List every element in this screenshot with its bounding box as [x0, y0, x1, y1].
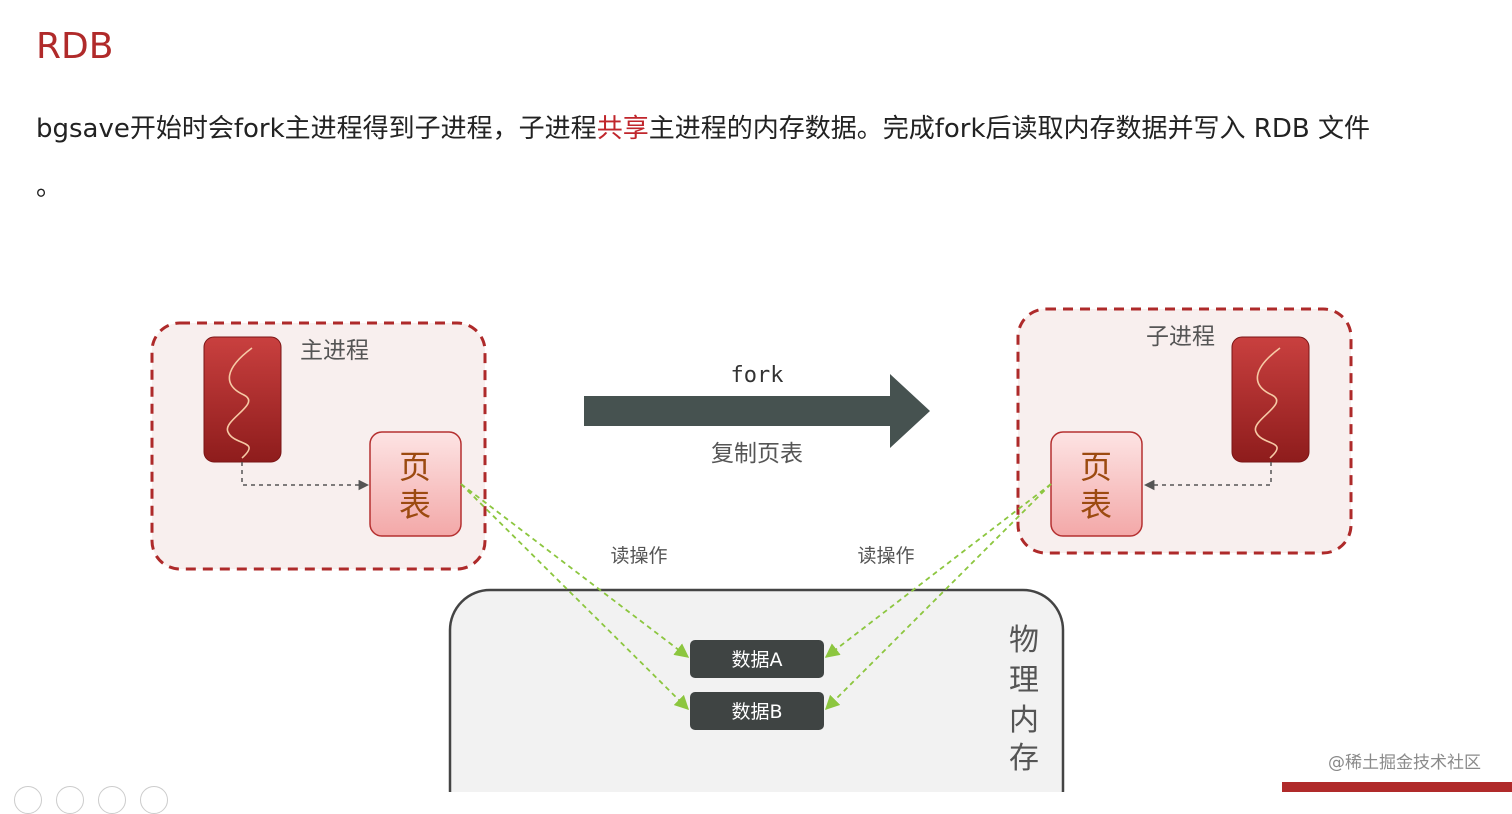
read-op-left-label: 读操作	[610, 545, 667, 567]
child-read-arrow-b	[824, 483, 1052, 711]
fork-diagram: 主进程 页 表 子进程 页 表 fork 复制页表 物 理 内 存 数据A 数据…	[150, 307, 1353, 792]
data-a-label: 数据A	[732, 649, 783, 671]
fork-arrow	[584, 374, 930, 448]
main-page-table-line2: 表	[399, 486, 431, 524]
nav-dot-1[interactable]	[14, 786, 42, 814]
memory-label-2: 理	[1009, 663, 1039, 698]
memory-label-1: 物	[1009, 623, 1039, 658]
data-b-label: 数据B	[731, 701, 782, 723]
child-page-table: 页 表	[1050, 431, 1143, 537]
child-thread-to-table-arrow	[1143, 462, 1272, 491]
memory-label-4: 存	[1009, 741, 1039, 776]
main-thread-to-table-arrow	[241, 462, 370, 491]
memory-label-3: 内	[1009, 703, 1039, 738]
nav-dot-3[interactable]	[98, 786, 126, 814]
copy-page-table-label: 复制页表	[711, 441, 803, 467]
nav-dot-4[interactable]	[140, 786, 168, 814]
page-title: RDB	[36, 26, 114, 67]
fork-label: fork	[731, 363, 784, 388]
description-trailing: 。	[36, 172, 63, 202]
main-page-table: 页 表	[369, 431, 462, 537]
description-after: 主进程的内存数据。完成fork后读取内存数据并写入 RDB 文件	[648, 114, 1370, 144]
data-a-box: 数据A	[690, 640, 824, 678]
physical-memory-box	[448, 588, 1065, 792]
main-read-arrow-a	[460, 483, 690, 658]
read-op-right-label: 读操作	[857, 545, 914, 567]
child-thread-icon	[1231, 336, 1310, 463]
description-text: bgsave开始时会fork主进程得到子进程，子进程共享主进程的内存数据。完成f…	[36, 100, 1486, 216]
corner-decoration	[1282, 782, 1512, 792]
data-b-box: 数据B	[690, 692, 824, 730]
description-before: bgsave开始时会fork主进程得到子进程，子进程	[36, 114, 597, 144]
nav-dot-2[interactable]	[56, 786, 84, 814]
child-read-arrow-a	[824, 483, 1052, 658]
description-highlight: 共享	[596, 114, 649, 144]
watermark: @稀土掘金技术社区	[1328, 753, 1481, 773]
main-process-label: 主进程	[300, 338, 369, 364]
child-page-table-line1: 页	[1080, 448, 1112, 486]
main-thread-icon	[203, 336, 282, 463]
child-page-table-line2: 表	[1080, 486, 1112, 524]
main-page-table-line1: 页	[399, 448, 431, 486]
child-process-label: 子进程	[1146, 324, 1215, 350]
